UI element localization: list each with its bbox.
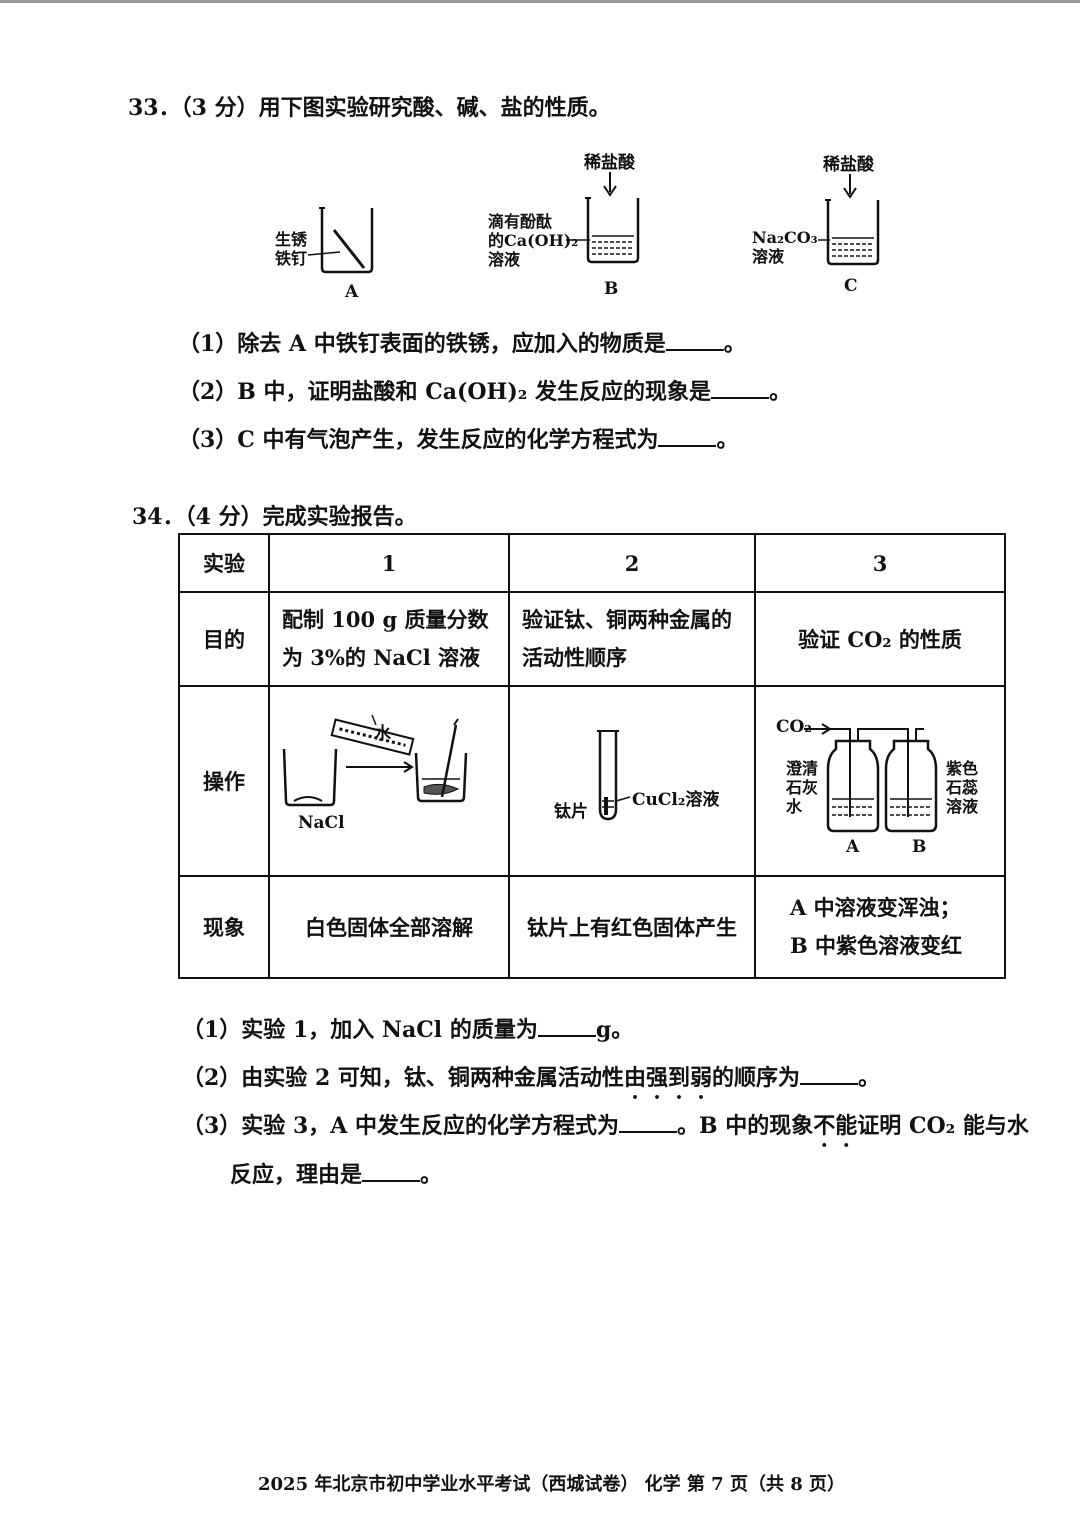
label-dilute-hcl-b: 稀盐酸: [584, 153, 635, 173]
label-beaker-b: B: [604, 279, 619, 299]
q34-sub3-text: （3）实验 3，A 中发生反应的化学方程式为: [182, 1113, 620, 1139]
label-limewater-2: 石灰: [786, 778, 819, 797]
gas-bottle-diagram: [804, 723, 938, 833]
label-c-1: Na₂CO₃: [752, 228, 818, 247]
answer-blank[interactable]: [362, 1162, 421, 1182]
table-row-operation: 操作 水 NaCl: [178, 685, 1006, 877]
operation-1: 水 NaCl: [268, 685, 510, 877]
label-b-2: 的Ca(OH)₂: [488, 231, 579, 250]
header-experiment: 实验: [178, 533, 270, 593]
q34-sub1-unit: g。: [595, 1017, 634, 1043]
row-label-operation: 操作: [178, 685, 270, 877]
q34-sub3-text4: 反应，理由是: [230, 1162, 363, 1188]
label-titanium: 钛片: [554, 802, 588, 822]
q34-title: 34．（4 分）完成实验报告。: [132, 504, 417, 530]
label-cucl2: CuCl₂溶液: [632, 790, 720, 810]
beaker-a: [307, 207, 374, 274]
purpose-1-line1: 配制 100 g 质量分数: [282, 607, 489, 632]
purpose-1: 配制 100 g 质量分数 为 3%的 NaCl 溶液: [268, 591, 510, 687]
page-footer: 2025 年北京市初中学业水平考试（西城试卷） 化学 第 7 页（共 8 页）: [258, 1474, 846, 1495]
answer-blank[interactable]: [619, 1113, 678, 1133]
answer-blank[interactable]: [658, 427, 717, 447]
answer-blank[interactable]: [799, 1065, 858, 1085]
q33-sub1-text: （1）除去 A 中铁钉表面的铁锈，应加入的物质是: [178, 331, 666, 357]
q34-sub3: （3）实验 3，A 中发生反应的化学方程式为 。B 中的现象不能证明 CO₂ 能与…: [182, 1108, 1029, 1152]
q34-sub3-cont: 反应，理由是 。: [230, 1157, 442, 1189]
phenomenon-3-line1: A 中溶液变浑浊；: [790, 895, 961, 920]
period: 。: [723, 331, 746, 357]
label-bottle-b: B: [912, 837, 927, 857]
q34-sub2-emphasis: 由强到弱: [623, 1065, 712, 1091]
label-c-2: 溶液: [752, 247, 785, 266]
q33-sub3: （3）C 中有气泡产生，发生反应的化学方程式为 。: [178, 422, 739, 454]
phenomenon-3: A 中溶液变浑浊； B 中紫色溶液变红: [754, 875, 1006, 979]
period: 。: [716, 427, 739, 453]
q33-sub1: （1）除去 A 中铁钉表面的铁锈，应加入的物质是 。: [178, 326, 746, 358]
label-water: 水: [374, 724, 391, 744]
purpose-2: 验证钛、铜两种金属的 活动性顺序: [508, 591, 756, 687]
header-1: 1: [268, 533, 510, 593]
purpose-2-line1: 验证钛、铜两种金属的: [522, 607, 732, 632]
row-label-purpose: 目的: [178, 591, 270, 687]
q34-sub2-text2: 的顺序为: [711, 1065, 800, 1091]
label-litmus-1: 紫色: [946, 759, 979, 778]
test-tube-diagram: [597, 730, 631, 821]
label-b-1: 滴有酚酞: [488, 212, 553, 231]
q33-figure: [307, 172, 880, 274]
q33-sub3-text: （3）C 中有气泡产生，发生反应的化学方程式为: [178, 427, 659, 453]
answer-blank[interactable]: [537, 1017, 596, 1037]
purpose-3: 验证 CO₂ 的性质: [754, 591, 1006, 687]
q34-sub3-emphasis: 不能: [813, 1113, 858, 1139]
experiment-report-table: 实验 1 2 3 目的 配制 100 g 质量分数 为 3%的 NaCl 溶液 …: [178, 533, 1006, 979]
header-2: 2: [508, 533, 756, 593]
period: 。: [769, 379, 792, 405]
label-co2-inlet: CO₂: [776, 717, 812, 737]
q34-sub2-text: （2）由实验 2 可知，钛、铜两种金属活动性: [182, 1065, 624, 1091]
answer-blank[interactable]: [665, 331, 724, 351]
q33-title: 33．（3 分）用下图实验研究酸、碱、盐的性质。: [128, 95, 611, 121]
label-litmus-3: 溶液: [946, 797, 979, 816]
label-rusty-1: 生锈: [275, 230, 308, 249]
phenomenon-1: 白色固体全部溶解: [268, 875, 510, 979]
label-bottle-a: A: [846, 837, 860, 857]
operation-2: 钛片 CuCl₂溶液: [508, 685, 756, 877]
label-b-3: 溶液: [488, 250, 521, 269]
label-dilute-hcl-c: 稀盐酸: [823, 155, 874, 175]
period: 。: [420, 1162, 443, 1188]
phenomenon-3-line2: B 中紫色溶液变红: [790, 933, 963, 958]
q34-sub2: （2）由实验 2 可知，钛、铜两种金属活动性由强到弱的顺序为 。: [182, 1060, 880, 1104]
dissolve-diagram: [282, 714, 468, 807]
label-rusty-2: 铁钉: [275, 249, 308, 268]
operation-3: CO₂ 澄清 石灰 水 紫色 石蕊 溶液 A B: [754, 685, 1006, 877]
period: 。: [857, 1065, 880, 1091]
q34-sub3-text2: 。B 中的现象: [677, 1113, 814, 1139]
beaker-c: [818, 174, 880, 266]
purpose-1-line2: 为 3%的 NaCl 溶液: [282, 645, 480, 670]
answer-blank[interactable]: [711, 379, 770, 399]
purpose-2-line2: 活动性顺序: [522, 645, 627, 670]
phenomenon-2: 钛片上有红色固体产生: [508, 875, 756, 979]
q33-sub2: （2）B 中，证明盐酸和 Ca(OH)₂ 发生反应的现象是 。: [178, 374, 791, 406]
label-beaker-a: A: [345, 282, 359, 302]
q34-sub1: （1）实验 1，加入 NaCl 的质量为 g。: [182, 1012, 633, 1044]
label-litmus-2: 石蕊: [946, 778, 979, 797]
table-header-row: 实验 1 2 3: [178, 533, 1006, 593]
label-beaker-c: C: [844, 276, 858, 296]
label-nacl: NaCl: [298, 813, 345, 833]
page-top-edge: [0, 0, 1080, 3]
table-row-phenomenon: 现象 白色固体全部溶解 钛片上有红色固体产生 A 中溶液变浑浊； B 中紫色溶液…: [178, 875, 1006, 979]
q33-sub2-text: （2）B 中，证明盐酸和 Ca(OH)₂ 发生反应的现象是: [178, 379, 712, 405]
label-limewater-3: 水: [786, 797, 803, 816]
row-label-phenomenon: 现象: [178, 875, 270, 979]
beaker-b: [566, 172, 640, 264]
q34-sub3-text3: 证明 CO₂ 能与水: [857, 1113, 1029, 1139]
q34-sub1-text: （1）实验 1，加入 NaCl 的质量为: [182, 1017, 538, 1043]
header-3: 3: [754, 533, 1006, 593]
label-limewater-1: 澄清: [786, 759, 819, 778]
table-row-purpose: 目的 配制 100 g 质量分数 为 3%的 NaCl 溶液 验证钛、铜两种金属…: [178, 591, 1006, 687]
